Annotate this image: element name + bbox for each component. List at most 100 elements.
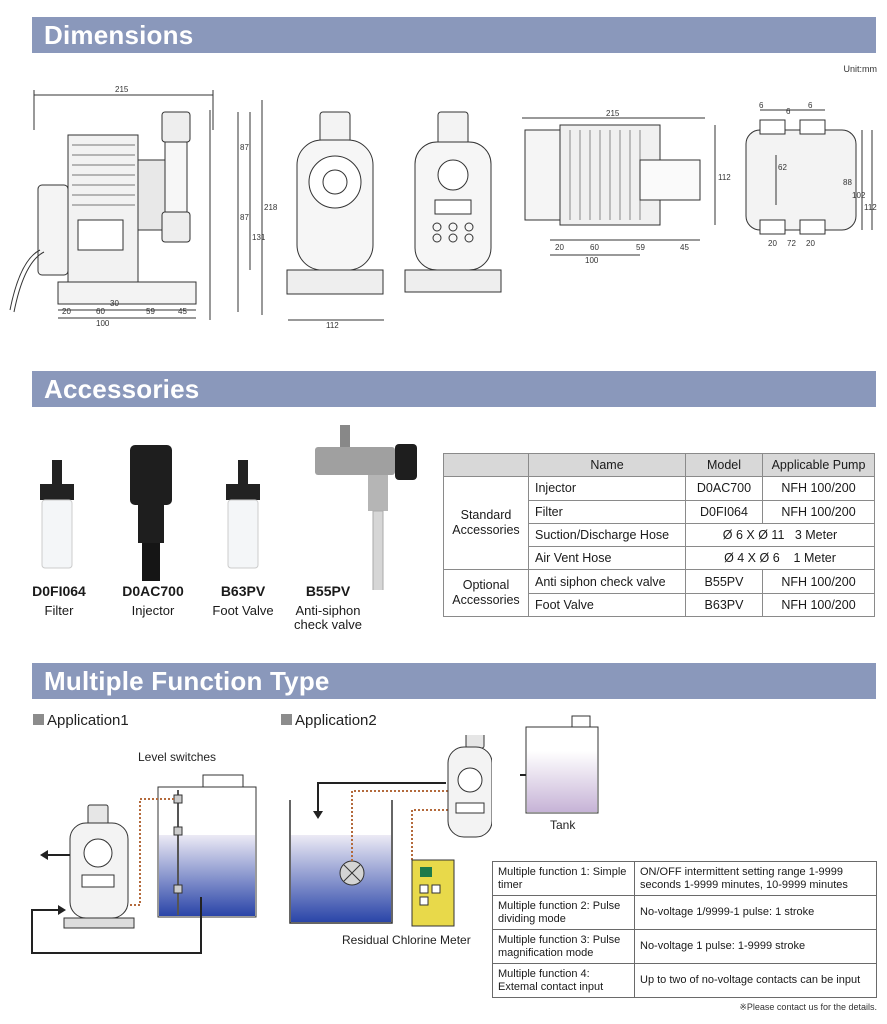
table-cell: Injector <box>528 476 686 501</box>
dim-label: 215 <box>606 109 620 118</box>
accessory-name-filter: Filter <box>44 603 74 618</box>
section-title: Multiple Function Type <box>44 666 330 696</box>
application1-title: Application1 <box>33 712 129 729</box>
accessory-code-injector: D0AC700 <box>122 583 184 599</box>
dim-label: 100 <box>96 319 110 328</box>
table-cell: NFH 100/200 <box>762 476 875 501</box>
accessory-code-anti-siphon: B55PV <box>305 583 351 599</box>
function-key: Multiple function 2: Pulse dividing mode <box>492 895 635 930</box>
accessory-name-foot-valve: Foot Valve <box>212 603 274 618</box>
end-view-drawing <box>745 109 873 235</box>
table-cell: Ø 4 X Ø 6 1 Meter <box>685 546 875 571</box>
level-switches-label: Level switches <box>138 750 217 764</box>
table-cell: NFH 100/200 <box>762 592 875 618</box>
column-header-name: Name <box>528 452 686 478</box>
table-row: Multiple function 3: Pulse magnification… <box>492 929 877 964</box>
bullet-square-icon <box>33 714 44 725</box>
section-title: Dimensions <box>44 20 194 50</box>
table-row: Multiple function 1: Simple timer ON/OFF… <box>492 861 877 896</box>
table-cell: D0AC700 <box>685 476 763 501</box>
dim-label: 100 <box>585 256 599 265</box>
dim-label: 20 <box>555 243 564 252</box>
table-header-row: Name Model Applicable Pump <box>443 452 875 478</box>
table-cell: Suction/Discharge Hose <box>528 522 686 548</box>
dim-label: 218 <box>264 203 278 212</box>
table-cell: B63PV <box>685 592 763 618</box>
column-header-applicable-pump: Applicable Pump <box>762 452 875 478</box>
header-blank <box>443 452 529 478</box>
dim-label: 59 <box>636 243 645 252</box>
application1-label: Application1 <box>47 712 129 729</box>
table-row: Standard Accessories Injector D0AC700 NF… <box>443 476 875 571</box>
table-row: Suction/Discharge Hose Ø 6 X Ø 11 3 Mete… <box>444 522 875 548</box>
chlorine-meter-icon <box>411 859 455 927</box>
dim-label: 102 <box>852 191 866 200</box>
function-key: Multiple function 4: Extemal contact inp… <box>492 963 635 998</box>
dim-label: 112 <box>718 173 731 182</box>
table-cell: Ø 6 X Ø 11 3 Meter <box>685 522 875 548</box>
section-title: Accessories <box>44 374 200 404</box>
accessory-name-injector: Injector <box>131 603 175 618</box>
dim-label: 20 <box>768 239 777 248</box>
injector-image <box>130 445 172 581</box>
application-diagrams <box>31 735 492 954</box>
function-value: No-voltage 1/9999-1 pulse: 1 stroke <box>634 895 877 930</box>
front-view-drawing <box>286 111 384 321</box>
table-cell: NFH 100/200 <box>762 569 875 594</box>
dim-label: 45 <box>178 307 187 316</box>
pump-icon <box>63 804 135 929</box>
column-header-model: Model <box>685 452 763 478</box>
dim-label: 20 <box>62 307 71 316</box>
table-row: Foot Valve B63PV NFH 100/200 <box>444 592 875 618</box>
table-row: Multiple function 2: Pulse dividing mode… <box>492 895 877 930</box>
foot-valve-image <box>226 460 260 569</box>
dim-label: 131 <box>252 233 266 242</box>
function-value: Up to two of no-voltage contacts can be … <box>634 963 877 998</box>
footnote: ※Please contact us for the details. <box>739 1002 877 1012</box>
accessory-code-foot-valve: B63PV <box>220 583 266 599</box>
accessories-table: Name Model Applicable Pump Standard Acce… <box>443 452 875 618</box>
dim-label: 60 <box>590 243 599 252</box>
section-header-dimensions: Dimensions <box>32 17 876 53</box>
dim-label: 6 <box>808 101 813 110</box>
dim-label: 30 <box>110 299 119 308</box>
filter-image <box>40 460 74 569</box>
unit-label: Unit:mm <box>843 64 878 74</box>
pump-icon <box>447 735 492 838</box>
section-header-accessories: Accessories <box>32 371 876 407</box>
dim-label: 6 <box>786 107 791 116</box>
anti-siphon-valve-image <box>315 425 417 590</box>
accessory-code-filter: D0FI064 <box>32 583 86 599</box>
application2-title: Application2 <box>281 712 377 729</box>
application1-diagram <box>31 774 257 954</box>
application2-label: Application2 <box>295 712 377 729</box>
dim-label: 6 <box>759 101 764 110</box>
accessory-name-anti-siphon: Anti-siphon check valve <box>294 603 362 632</box>
dim-label: 20 <box>806 239 815 248</box>
control-panel-drawing <box>404 111 502 293</box>
table-row: Optional Accessories Anti siphon check v… <box>443 569 875 618</box>
table-cell: Foot Valve <box>528 592 686 618</box>
dimension-drawings: 215 87 87 131 218 20 60 30 59 45 100 112… <box>9 85 877 330</box>
dim-label: 45 <box>680 243 689 252</box>
function-value: No-voltage 1 pulse: 1-9999 stroke <box>634 929 877 964</box>
table-cell: Filter <box>528 499 686 524</box>
accessory-images <box>40 425 417 590</box>
side-view-drawing <box>9 90 263 320</box>
table-row: Multiple function 4: Extemal contact inp… <box>492 963 877 998</box>
table-cell: NFH 100/200 <box>762 499 875 524</box>
dim-label: 87 <box>240 213 249 222</box>
dim-label: 88 <box>843 178 852 187</box>
dim-label: 59 <box>146 307 155 316</box>
function-key: Multiple function 3: Pulse magnification… <box>492 929 635 964</box>
dim-label: 112 <box>864 203 877 212</box>
function-table: Multiple function 1: Simple timer ON/OFF… <box>492 861 877 998</box>
function-key: Multiple function 1: Simple timer <box>492 861 635 896</box>
table-cell: D0FI064 <box>685 499 763 524</box>
tank-diagram <box>520 715 599 814</box>
top-view-drawing <box>522 117 716 256</box>
group-label-optional: Optional Accessories <box>443 569 529 618</box>
group-label-standard: Standard Accessories <box>443 476 529 571</box>
section-header-multiple-function: Multiple Function Type <box>32 663 876 699</box>
dim-label: 112 <box>326 321 339 330</box>
